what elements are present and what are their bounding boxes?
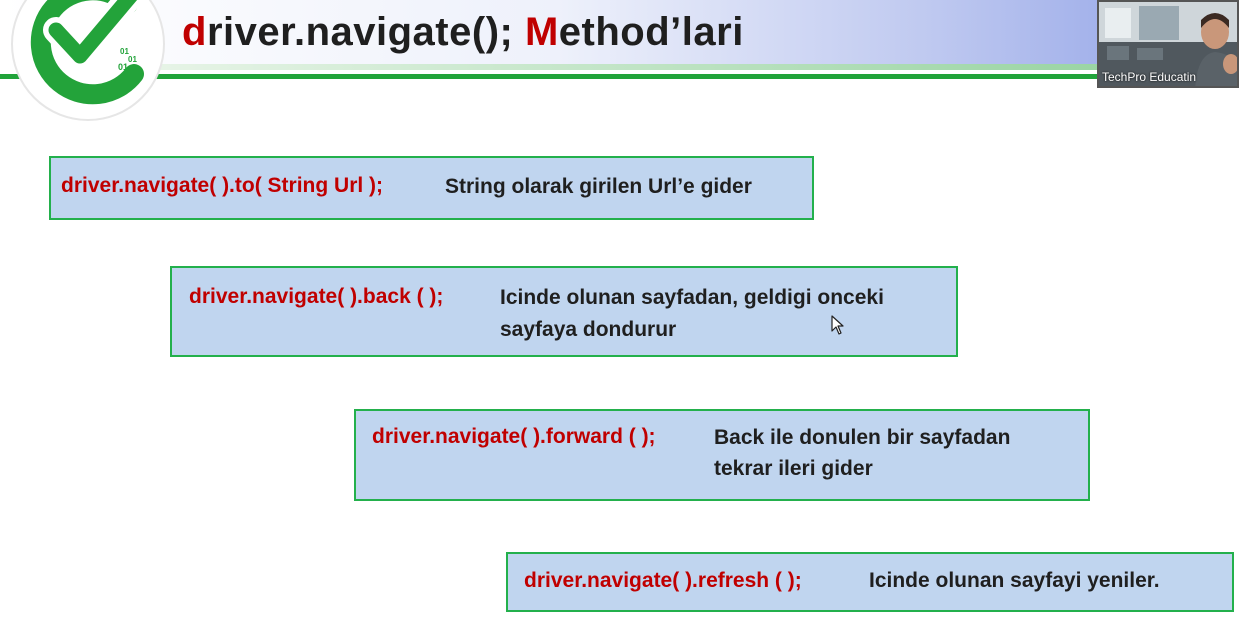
- webcam-thumbnail[interactable]: TechPro Educatin: [1097, 0, 1239, 88]
- method-code: driver.navigate( ).refresh ( );: [524, 569, 802, 592]
- method-description: Icinde olunan sayfadan, geldigi onceki: [500, 286, 884, 309]
- method-card-to: [49, 156, 814, 220]
- checkmark-logo-icon: 01 01 01: [11, 0, 165, 121]
- title-initial: M: [524, 10, 559, 54]
- method-code: driver.navigate( ).back ( );: [189, 285, 444, 308]
- slide-title: driver.navigate(); Method’lari: [182, 10, 744, 55]
- method-card-forward: [354, 409, 1090, 501]
- slide-header-band: [0, 0, 1239, 70]
- participant-name-label: TechPro Educatin: [1102, 70, 1197, 84]
- method-code: driver.navigate( ).to( String Url );: [61, 174, 384, 197]
- method-description: sayfaya dondurur: [500, 318, 677, 341]
- method-code: driver.navigate( ).forward ( );: [372, 425, 656, 448]
- title-text: ethod’lari: [558, 10, 744, 54]
- logo-digit: 01: [128, 55, 137, 64]
- header-divider: [0, 74, 1239, 79]
- mouse-pointer-icon: [831, 315, 844, 335]
- title-initial: d: [182, 10, 207, 54]
- logo-digit: 01: [118, 62, 128, 72]
- header-accent-line: [150, 64, 1239, 70]
- method-description: tekrar ileri gider: [714, 457, 873, 480]
- method-description: Icinde olunan sayfayi yeniler.: [869, 569, 1160, 592]
- logo-digit: 01: [120, 47, 129, 56]
- webcam-video-icon: [1099, 2, 1237, 86]
- method-card-back: [170, 266, 958, 357]
- method-description: Back ile donulen bir sayfadan: [714, 426, 1011, 449]
- method-card-refresh: [506, 552, 1234, 612]
- method-description: String olarak girilen Url’e gider: [445, 175, 752, 198]
- title-text: river.navigate();: [206, 10, 525, 54]
